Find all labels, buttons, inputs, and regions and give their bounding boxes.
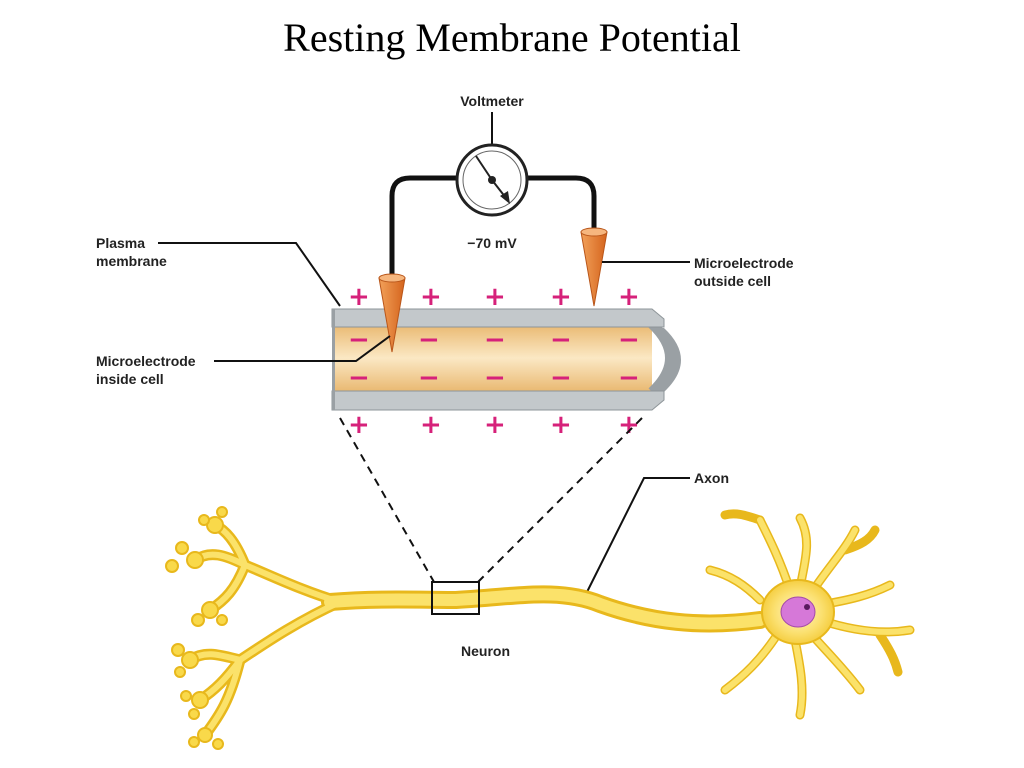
axon-leader [583, 477, 690, 599]
outside-charges-bottom: + + + + + [348, 410, 640, 440]
charge-positive: + [618, 410, 640, 440]
charge-positive: + [484, 282, 506, 312]
inside-charges-top: − − − − − [348, 325, 640, 355]
charge-negative: − [348, 325, 370, 355]
zoom-line-left [339, 417, 435, 583]
charge-negative: − [348, 363, 370, 393]
plasma-membrane-label: Plasma [96, 235, 145, 251]
charge-negative: − [484, 325, 506, 355]
electrode-inside-label: Microelectrode [96, 353, 196, 369]
charge-positive: + [550, 282, 572, 312]
electrode-outside-label-line2: outside cell [694, 273, 771, 289]
axon-label: Axon [694, 470, 729, 486]
charge-positive: + [484, 410, 506, 440]
zoom-box [431, 581, 480, 615]
charge-negative: − [550, 363, 572, 393]
voltmeter-label: Voltmeter [460, 93, 524, 109]
electrode-inside-label-line2: inside cell [96, 371, 164, 387]
charge-positive: + [550, 410, 572, 440]
neuron [165, 506, 915, 750]
nucleus [780, 596, 816, 628]
charge-positive: + [618, 282, 640, 312]
charge-negative: − [418, 325, 440, 355]
plasma-membrane-leader [158, 242, 341, 307]
charge-negative: − [618, 363, 640, 393]
plasma-membrane-bottom [331, 390, 665, 411]
inside-charges-bottom: − − − − − [348, 363, 640, 393]
charge-positive: + [348, 410, 370, 440]
electrode-inside-leader [214, 335, 391, 362]
outside-charges-top: + + + + + [348, 282, 640, 312]
charge-negative: − [418, 363, 440, 393]
charge-negative: − [618, 325, 640, 355]
voltmeter-icon [455, 143, 529, 217]
electrode-outside-label: Microelectrode [694, 255, 794, 271]
zoom-line-right [477, 417, 643, 583]
axon-segment [331, 308, 681, 411]
microelectrode-inside [378, 273, 406, 353]
neuron-label: Neuron [461, 643, 510, 659]
plasma-membrane-label-line2: membrane [96, 253, 167, 269]
voltage-reading: −70 mV [467, 235, 517, 251]
voltmeter-wire-left [389, 175, 458, 282]
microelectrode-outside [580, 227, 608, 307]
charge-positive: + [420, 410, 442, 440]
charge-positive: + [420, 282, 442, 312]
charge-positive: + [348, 282, 370, 312]
charge-negative: − [484, 363, 506, 393]
page-title: Resting Membrane Potential [283, 15, 741, 60]
voltmeter-wire-right [528, 175, 597, 232]
charge-negative: − [550, 325, 572, 355]
